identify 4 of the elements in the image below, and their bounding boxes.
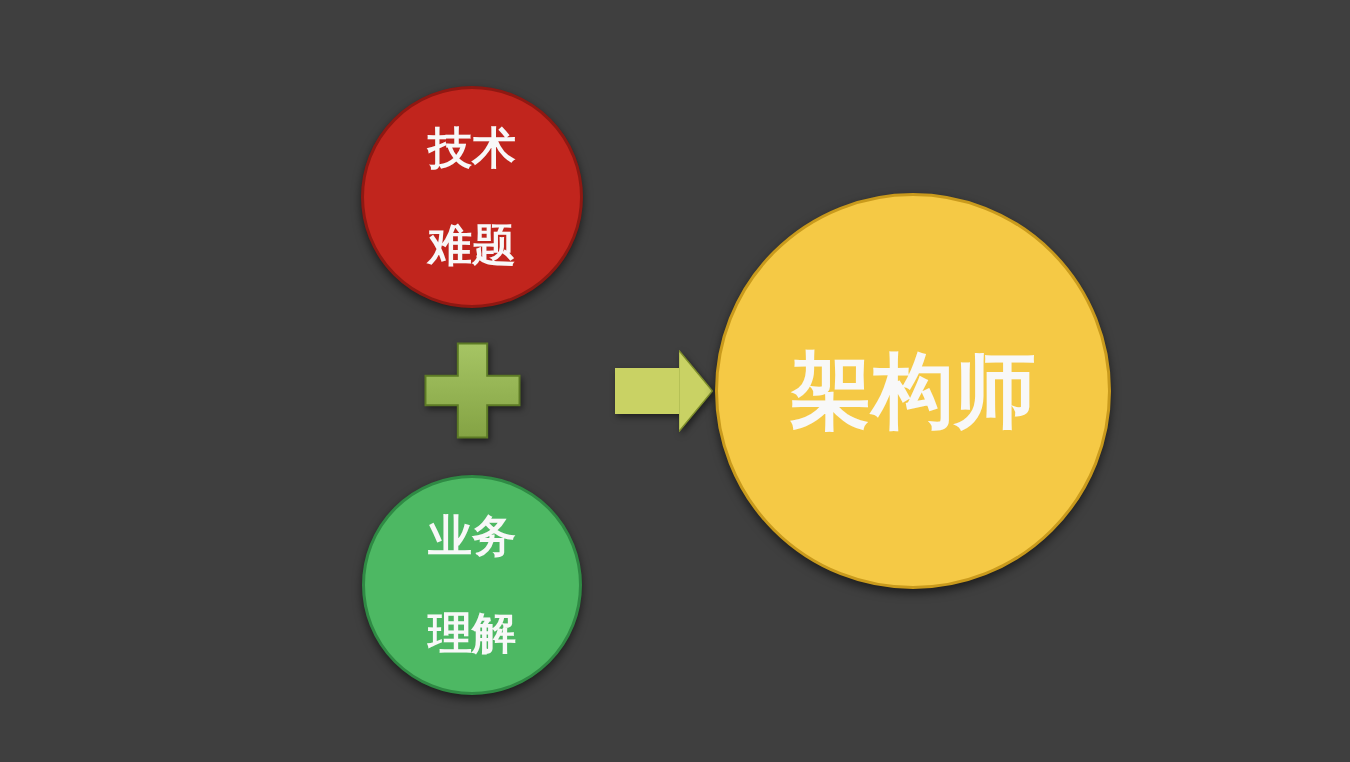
block-arrow xyxy=(615,349,714,433)
node-label: 架构师 xyxy=(790,350,1036,432)
node-label: 技术难题 xyxy=(426,121,517,272)
node-label: 业务理解 xyxy=(426,509,517,660)
